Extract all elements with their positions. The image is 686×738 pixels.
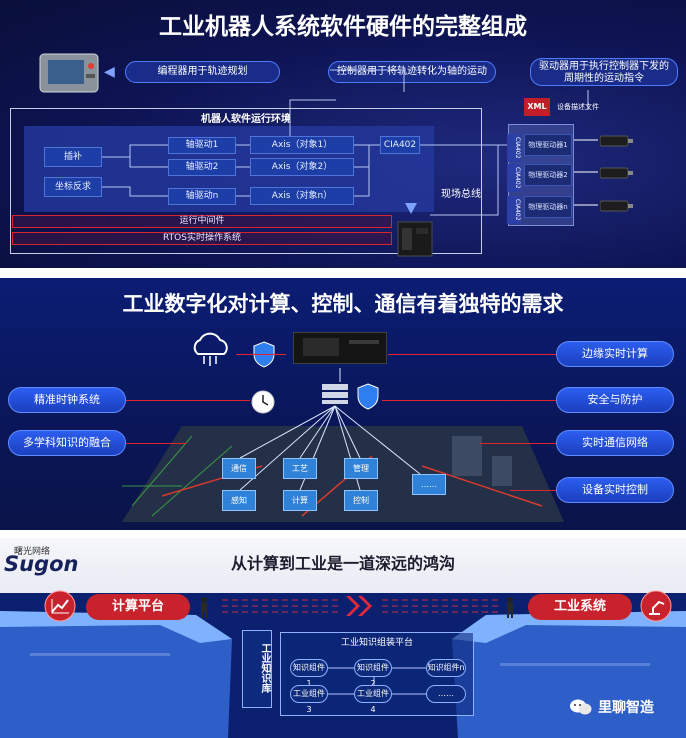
industrial-component-4: 工业组件4 [354, 685, 392, 714]
knowledge-component-n: 知识组件n [426, 659, 466, 677]
knowledge-library-label: 工业知识库 [259, 643, 270, 693]
connector-lines [0, 0, 686, 268]
person-icon [504, 596, 516, 618]
security-protection-pill: 安全与防护 [556, 387, 674, 413]
cia402-tag-3: CIA402 [507, 196, 521, 224]
controller-bubble: 控制器用于将轨迹转化为轴的运动 [328, 61, 496, 83]
wechat-icon [570, 698, 592, 716]
robot-arm-icon [640, 590, 672, 622]
xml-badge: XML [524, 98, 550, 116]
connector-line [480, 443, 556, 444]
cloud-icon [188, 332, 232, 368]
axis-object-2: Axis（对象2） [250, 158, 354, 176]
controller-device-icon [38, 50, 100, 94]
axis-object-1: Axis（对象1） [250, 136, 354, 154]
robot-drive-box-icon [396, 218, 436, 258]
realtime-network-pill: 实时通信网络 [556, 430, 674, 456]
clock-icon [250, 389, 276, 415]
device-control-pill: 设备实时控制 [556, 477, 674, 503]
cube-management: 管理 [344, 458, 378, 479]
axis-driver-1: 轴驱动1 [168, 137, 236, 154]
knowledge-library-box [242, 630, 272, 708]
physical-driver-n: 物理驱动器n [524, 196, 572, 218]
industrial-system-label: 工业系统 [528, 594, 632, 620]
chart-trend-icon [44, 590, 76, 622]
interpolation-box: 插补 [44, 147, 102, 167]
rtos-bar: RTOS实时操作系统 [12, 232, 392, 245]
software-environment-frame [10, 108, 482, 254]
gap-arrows [222, 594, 502, 618]
device-description-label: 设备描述文件 [557, 103, 599, 111]
compute-to-industry-gap-panel: 曙光网络 Sugon 从计算到工业是一道深远的鸿沟 计算平台 工业系统 [0, 538, 686, 738]
driver-bubble-line2: 周期性的运动指令 [564, 73, 644, 84]
component-more: …… [426, 685, 466, 703]
robot-system-composition-panel: 工业机器人系统软件硬件的完整组成 ◀ 编程器用于轨迹规划 控制器用于将轨迹转化为… [0, 0, 686, 268]
cube-more: …… [412, 474, 446, 495]
physical-driver-1: 物理驱动器1 [524, 134, 572, 156]
cube-process: 工艺 [283, 458, 317, 479]
assembly-platform-title: 工业知识组装平台 [340, 638, 413, 648]
axis-object-n: Axis（对象n） [250, 187, 354, 205]
arrow-left-icon: ◀ [104, 64, 115, 80]
motor-icon [599, 165, 634, 179]
driver-bubble: 驱动器用于执行控制器下发的 周期性的运动指令 [530, 58, 678, 86]
cube-sensing: 感知 [222, 490, 256, 511]
panel1-title: 工业机器人系统软件硬件的完整组成 [159, 14, 527, 40]
connector-line [388, 354, 556, 355]
connector-line [510, 490, 556, 491]
shield-icon [356, 382, 380, 410]
fieldbus-label: 现场总线 [441, 189, 481, 200]
precision-clock-pill: 精准时钟系统 [8, 387, 126, 413]
driver-bubble-line1: 驱动器用于执行控制器下发的 [539, 61, 669, 72]
panel2-title: 工业数字化对计算、控制、通信有着独特的需求 [122, 292, 564, 316]
inverse-coordinate-box: 坐标反求 [44, 177, 102, 197]
environment-title: 机器人软件运行环境 [201, 114, 291, 125]
connector-line [382, 400, 556, 401]
cia402-box: CIA402 [380, 136, 420, 154]
component-links [280, 632, 474, 716]
cube-communication: 通信 [222, 458, 256, 479]
cube-computing: 计算 [283, 490, 317, 511]
network-lines [0, 278, 686, 530]
panel3-title: 从计算到工业是一道深远的鸿沟 [230, 554, 455, 573]
connector-line [236, 354, 286, 355]
industrial-component-3: 工业组件3 [290, 685, 328, 714]
connector-line [126, 400, 250, 401]
watermark-text: 里聊智造 [598, 700, 654, 716]
physical-driver-2: 物理驱动器2 [524, 164, 572, 186]
axis-driver-n: 轴驱动n [168, 188, 236, 205]
knowledge-component-2: 知识组件2 [354, 659, 392, 688]
industrial-digital-needs-panel: 工业数字化对计算、控制、通信有着独特的需求 [0, 278, 686, 530]
programmer-bubble: 编程器用于轨迹规划 [125, 61, 280, 83]
logo-en: Sugon [4, 552, 79, 576]
server-node-icon [320, 382, 350, 406]
compute-platform-label: 计算平台 [86, 594, 190, 620]
server-rack-icon [292, 331, 388, 365]
cia402-tag-2: CIA402 [507, 164, 521, 192]
motor-icon [599, 133, 634, 147]
person-icon [198, 596, 210, 618]
middleware-bar: 运行中间件 [12, 215, 392, 228]
cube-control: 控制 [344, 490, 378, 511]
knowledge-component-1: 知识组件1 [290, 659, 328, 688]
logo-cn: 曙光网络 [14, 547, 51, 557]
multidiscipline-pill: 多学科知识的融合 [8, 430, 126, 456]
edge-computing-pill: 边缘实时计算 [556, 341, 674, 367]
cia402-tag-1: CIA402 [507, 134, 521, 162]
axis-driver-2: 轴驱动2 [168, 159, 236, 176]
motor-icon [599, 198, 634, 212]
connector-line [126, 443, 186, 444]
